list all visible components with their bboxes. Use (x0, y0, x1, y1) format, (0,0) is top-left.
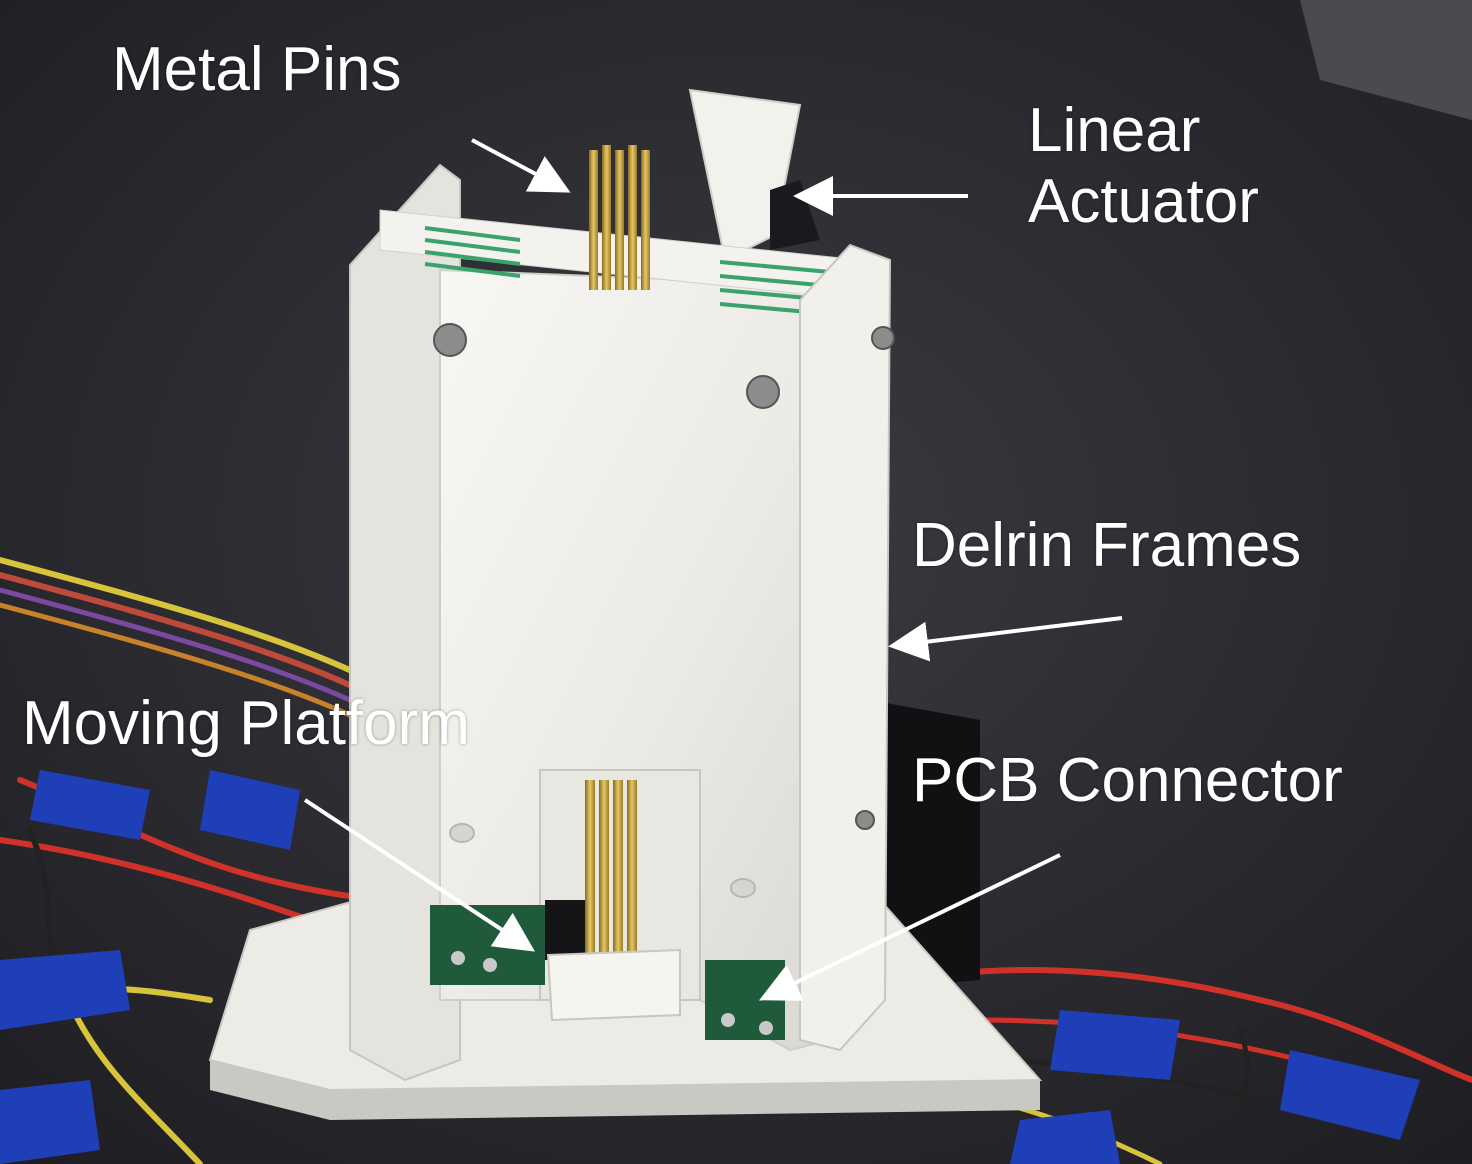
label-linear-actuator: Linear Actuator (1028, 95, 1259, 238)
arrow-metal-pins (471, 138, 571, 193)
background-object (1300, 0, 1472, 120)
panel-holes (449, 823, 756, 898)
right-side-frame (799, 243, 892, 1052)
metal-pins-lower (585, 780, 637, 990)
label-moving-platform: Moving Platform (22, 689, 470, 758)
label-linear-actuator-line1: Linear (1028, 96, 1201, 165)
arrow-moving-platform (303, 798, 536, 952)
left-side-frame (349, 163, 461, 1082)
black-mount-block (870, 700, 980, 990)
pcb-left (430, 905, 545, 985)
arrow-delrin-frames (888, 616, 1123, 662)
moving-platform-part (546, 948, 681, 1022)
label-pcb-connector: PCB Connector (912, 746, 1343, 815)
annotation-arrows (303, 138, 1123, 1001)
label-delrin-frames: Delrin Frames (912, 511, 1302, 580)
label-metal-pins: Metal Pins (112, 35, 402, 104)
inner-shadow (545, 900, 585, 960)
pcb-right (705, 960, 785, 1040)
label-linear-actuator-line2: Actuator (1028, 167, 1259, 237)
blue-tape-left (0, 770, 300, 1164)
metal-pins-top (589, 145, 650, 290)
arrow-pcb-connector (759, 853, 1061, 1001)
screws (433, 323, 895, 830)
base-plate-edge (210, 1060, 1040, 1120)
blue-tape-right (1010, 1010, 1420, 1164)
